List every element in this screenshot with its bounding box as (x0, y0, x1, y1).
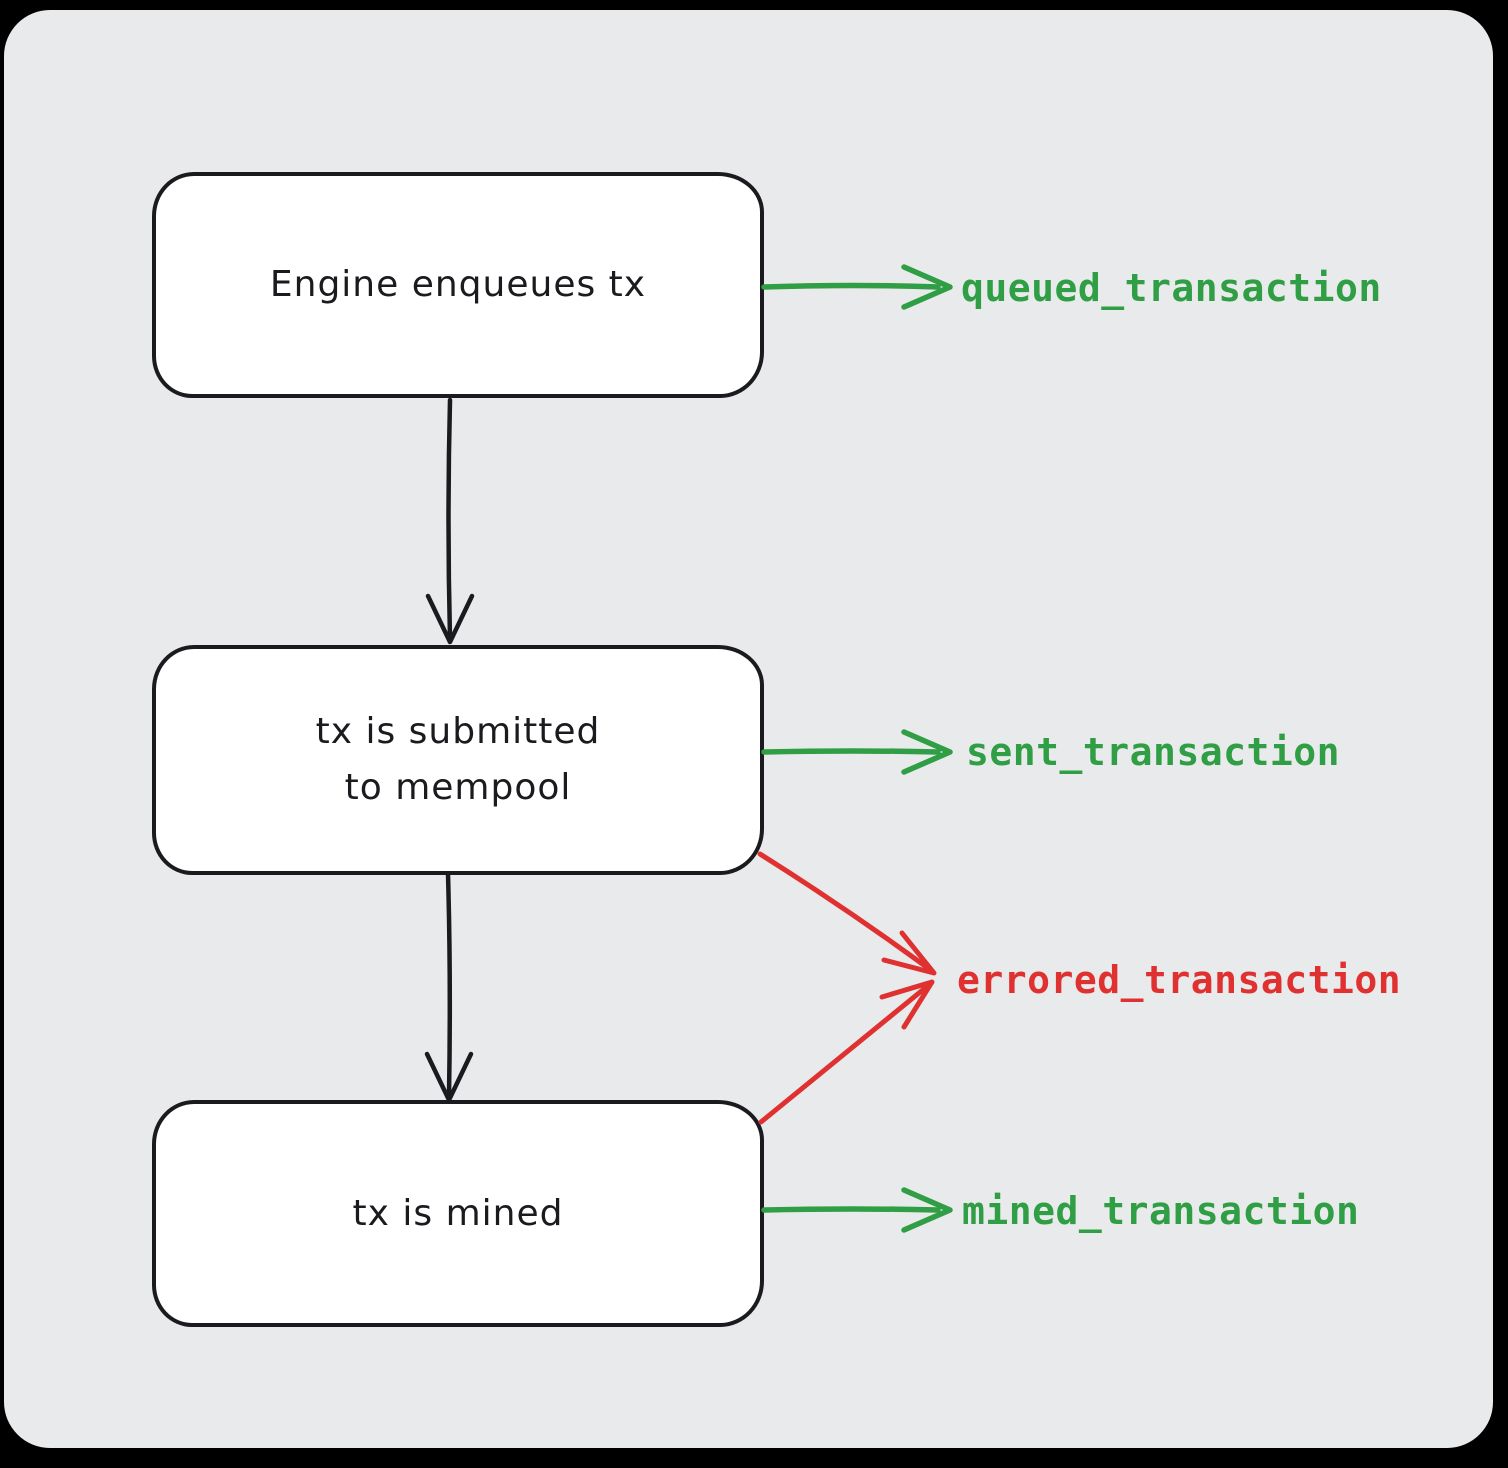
event-label-queued-transaction: queued_transaction (961, 266, 1382, 310)
arrow-head-icon (424, 1051, 474, 1103)
arrow-head-icon (879, 979, 935, 1030)
arrow-head-icon (901, 729, 953, 775)
event-arrow-queued (761, 264, 953, 310)
node-label-line2: to mempool (344, 767, 572, 808)
event-label-sent-transaction: sent_transaction (966, 730, 1341, 774)
arrow-shaft (761, 1206, 941, 1213)
arrow-shaft (445, 871, 453, 1099)
flow-arrow-enqueue-to-mempool (425, 397, 475, 645)
event-label-mined-transaction: mined_transaction (962, 1189, 1360, 1233)
diagram-canvas: Engine enqueues tx tx is submitted to me… (4, 10, 1493, 1448)
node-label: tx is mined (352, 1192, 564, 1234)
arrow-head-icon (901, 1187, 953, 1233)
event-arrow-errored-from-mined (758, 979, 935, 1125)
node-label-line1: tx is submitted (315, 711, 601, 752)
event-arrow-errored-from-mempool (757, 851, 937, 976)
arrow-shaft (761, 282, 941, 290)
arrow-head-icon (881, 930, 937, 976)
arrow-head-icon (901, 264, 953, 310)
node-engine-enqueues-tx: Engine enqueues tx (152, 172, 764, 398)
node-tx-is-mined: tx is mined (152, 1100, 764, 1327)
flow-arrow-mempool-to-mined (424, 871, 474, 1103)
arrow-shaft (761, 748, 941, 755)
arrow-shaft (758, 981, 933, 1125)
event-arrow-mined (761, 1187, 953, 1233)
event-label-errored-transaction: errored_transaction (957, 958, 1402, 1002)
node-label: Engine enqueues tx (269, 264, 647, 305)
arrow-shaft (757, 851, 935, 974)
arrow-shaft (446, 397, 453, 641)
event-arrow-sent (761, 729, 953, 775)
arrow-head-icon (425, 593, 475, 645)
node-tx-submitted-to-mempool: tx is submitted to mempool (152, 645, 764, 875)
